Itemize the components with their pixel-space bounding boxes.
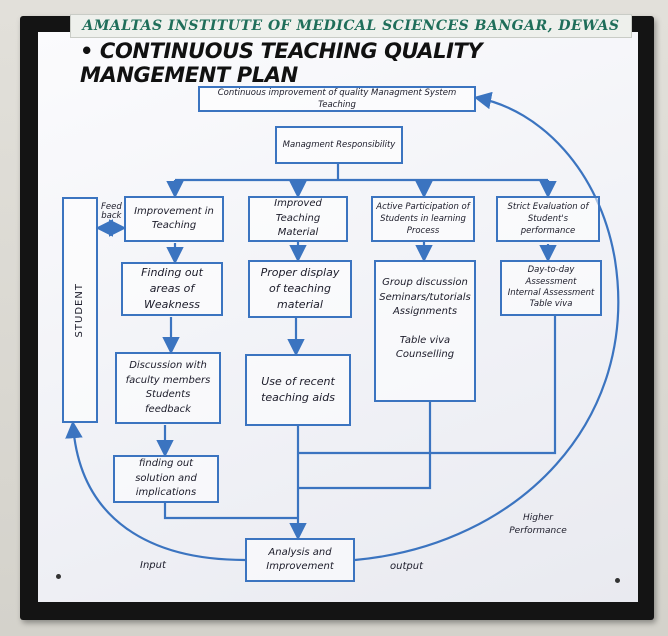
- plan-title: • CONTINUOUS TEACHING QUALITY MANGEMENT …: [80, 39, 483, 87]
- management-responsibility-box: Managment Responsibility: [275, 126, 403, 164]
- col4-step-internal: Internal Assessment: [507, 288, 595, 298]
- output-label: output: [390, 561, 423, 572]
- col1-step1-box: Finding out areas of Weakness: [121, 262, 223, 316]
- student-label: STUDENT: [73, 282, 85, 338]
- col3-step-group-discussion: Group discussion: [382, 277, 468, 288]
- col3-step-assignments: Assignments: [392, 306, 458, 317]
- institute-header-strip: AMALTAS INSTITUTE OF MEDICAL SCIENCES BA…: [70, 14, 632, 38]
- top-box-continuous-improvement: Continuous improvement of quality Managm…: [198, 86, 476, 112]
- col3-steps-box: Group discussion Seminars/tutorials Assi…: [374, 260, 476, 402]
- input-label: Input: [140, 560, 166, 571]
- higher-performance-label: Higher Performance: [509, 513, 567, 537]
- col1-head-box: Improvement in Teaching: [124, 196, 224, 242]
- feedback-label: Feed back: [101, 203, 122, 221]
- col2-step2-box: Use of recent teaching aids: [245, 354, 351, 426]
- feedback-label-line2: back: [101, 210, 122, 221]
- board-screw-right: [615, 578, 620, 583]
- col1-step2-box: Discussion with faculty members Students…: [115, 352, 221, 424]
- institute-name: AMALTAS INSTITUTE OF MEDICAL SCIENCES BA…: [82, 18, 620, 34]
- col4-step-table-viva: Table viva: [529, 299, 573, 310]
- feedback-label-line1: Feed: [101, 202, 122, 212]
- col4-steps-box: Day-to-day Assessment Internal Assessmen…: [500, 260, 602, 316]
- col3-step-table-viva: Table viva: [399, 334, 451, 346]
- board-screw-left: [56, 574, 61, 579]
- col2-head-box: Improved Teaching Material: [248, 196, 348, 242]
- col3-head-box: Active Participation of Students in lear…: [371, 196, 475, 242]
- analysis-improvement-box: Analysis and Improvement: [245, 538, 355, 582]
- col2-step1-box: Proper display of teaching material: [248, 260, 352, 318]
- student-box: STUDENT: [62, 197, 98, 423]
- col4-step-day-to-day: Day-to-day Assessment: [525, 265, 577, 287]
- col3-step-seminars: Seminars/tutorials: [379, 291, 471, 303]
- col1-step3-box: finding out solution and implications: [113, 455, 219, 503]
- col3-step-counselling: Counselling: [395, 349, 455, 360]
- col4-head-box: Strict Evaluation of Student's performan…: [496, 196, 600, 242]
